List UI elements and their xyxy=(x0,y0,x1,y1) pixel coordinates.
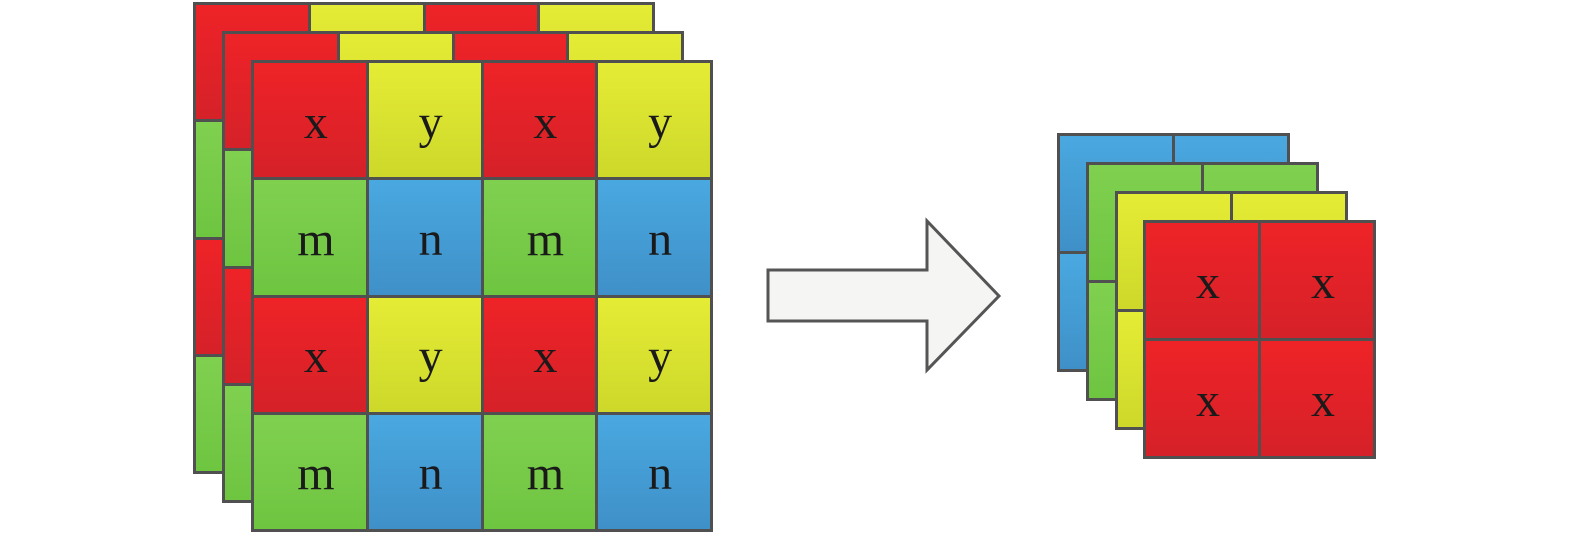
grid-cell: m xyxy=(483,180,596,295)
grid-cell: x xyxy=(1261,223,1373,338)
grid-cell: x xyxy=(254,63,366,178)
grid-cell: m xyxy=(254,180,366,295)
grid-cell: m xyxy=(254,414,366,529)
grid-cell: n xyxy=(598,414,710,529)
grid-cell: n xyxy=(368,414,481,529)
grid-cell: y xyxy=(368,63,481,178)
grid-cell: y xyxy=(598,297,710,412)
grid-cell: x xyxy=(483,297,596,412)
grid-cell: x xyxy=(1146,341,1258,456)
grid-cell: m xyxy=(483,414,596,529)
grid-cell: y xyxy=(368,297,481,412)
grid-cell: y xyxy=(598,63,710,178)
grid-cell: x xyxy=(483,63,596,178)
grid-cell: x xyxy=(1146,223,1258,338)
grid-cell: n xyxy=(368,180,481,295)
grid-cell: n xyxy=(598,180,710,295)
grid-cell: x xyxy=(1261,341,1373,456)
grid-cell: x xyxy=(254,297,366,412)
right-arrow-icon xyxy=(766,217,1002,374)
